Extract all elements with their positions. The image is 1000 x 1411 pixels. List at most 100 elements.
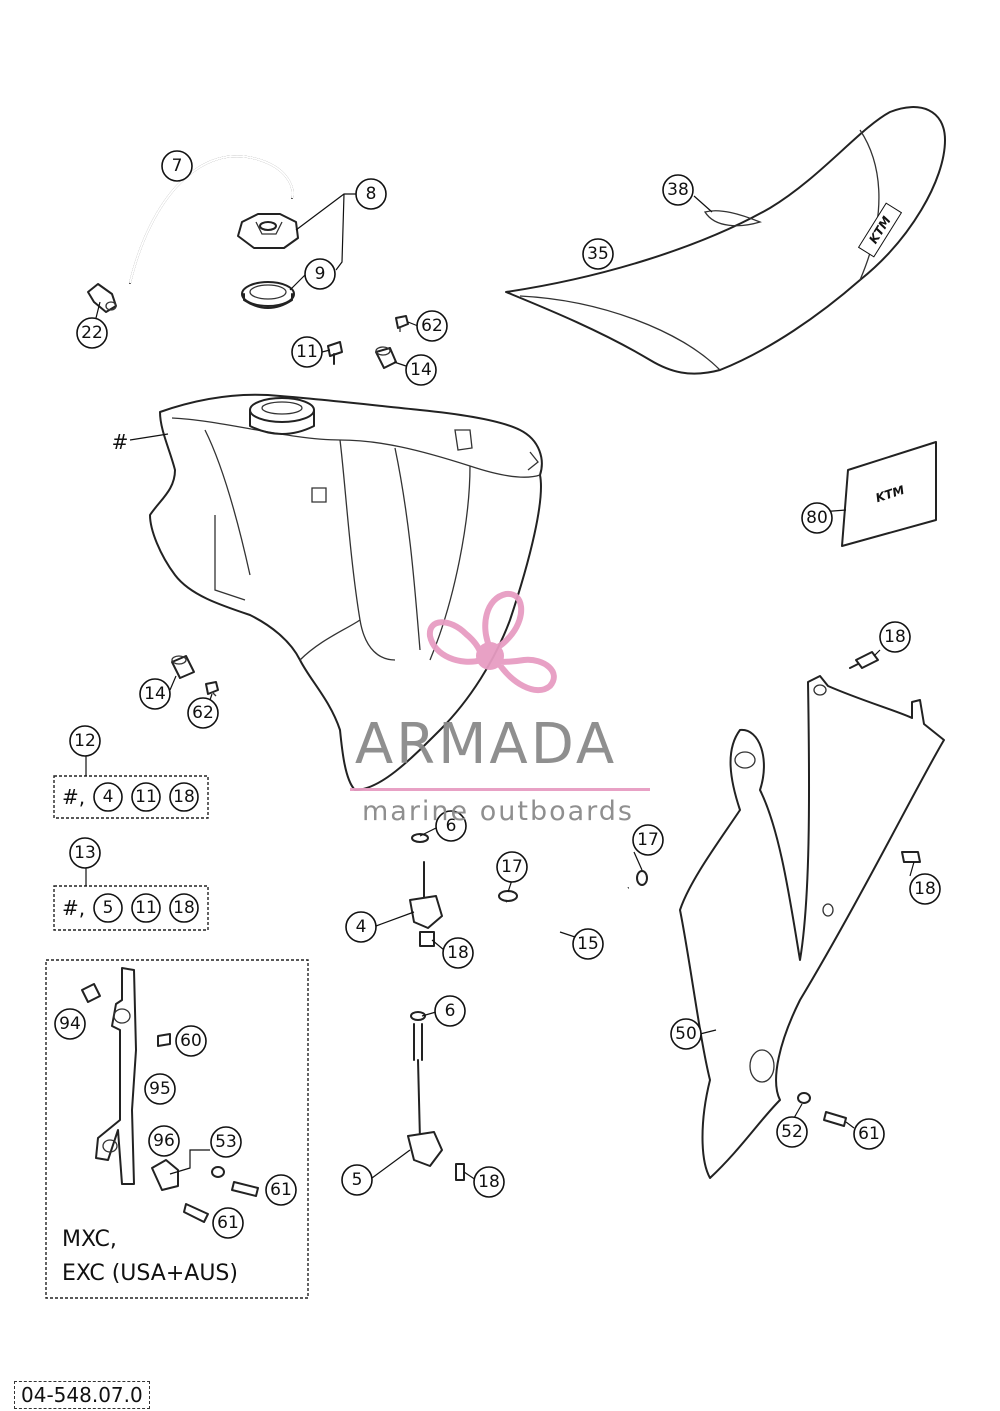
kit-13-part-a: 5 — [93, 893, 123, 923]
callout-17-right-text: 17 — [637, 830, 659, 850]
callout-35-text: 35 — [587, 244, 609, 264]
callout-53: 53 — [210, 1126, 242, 1158]
kit-13-part-c-text: 18 — [173, 898, 195, 918]
callout-18-tap4-text: 18 — [447, 943, 469, 963]
hose-clamp-17-left — [498, 890, 518, 902]
callout-7: 7 — [161, 150, 193, 182]
fuel-hose — [497, 884, 631, 955]
callout-18-spoiler-top-text: 18 — [884, 627, 906, 647]
callout-18-tap4: 18 — [442, 937, 474, 969]
callout-15-text: 15 — [577, 934, 599, 954]
fuel-cap — [237, 213, 299, 249]
variant-label-line1: MXC, — [62, 1227, 117, 1252]
screw-62 — [395, 315, 409, 332]
cap-seal — [241, 281, 295, 309]
callout-13: 13 — [69, 837, 101, 869]
callout-12: 12 — [69, 725, 101, 757]
kit-box-13: #, 5 11 18 — [53, 885, 209, 931]
callout-11-top-text: 11 — [296, 342, 318, 362]
callout-80: 80 — [801, 502, 833, 534]
kit-12-part-b: 11 — [131, 782, 161, 812]
variant-box: MXC, EXC (USA+AUS) — [45, 959, 309, 1299]
callout-6-upper-text: 6 — [446, 816, 457, 836]
callout-17-right: 17 — [632, 824, 664, 856]
callout-94: 94 — [54, 1008, 86, 1040]
callout-12-text: 12 — [74, 731, 96, 751]
callout-14-top: 14 — [405, 354, 437, 386]
kit-12-part-b-text: 11 — [135, 787, 157, 807]
callouts: 7 8 9 22 38 35 62 11 14 # 80 14 62 18 12… — [54, 150, 941, 1239]
callout-6-lower-text: 6 — [445, 1001, 456, 1021]
callout-18-spoiler-right: 18 — [909, 873, 941, 905]
callout-15: 15 — [572, 928, 604, 960]
screw-18-tap — [455, 1163, 465, 1181]
callout-96: 96 — [148, 1125, 180, 1157]
callout-95-text: 95 — [149, 1079, 171, 1099]
callout-52-text: 52 — [781, 1122, 803, 1142]
callout-60-text: 60 — [180, 1031, 202, 1051]
kit-13-part-b: 11 — [131, 893, 161, 923]
seat: KTM — [505, 106, 946, 375]
screw-18-upper — [849, 651, 879, 669]
callout-96-text: 96 — [153, 1131, 175, 1151]
screw-18-right — [901, 851, 921, 863]
radiator-spoiler — [679, 675, 945, 1179]
callout-61-variant-lower-text: 61 — [217, 1213, 239, 1233]
callout-18-spoiler-top: 18 — [879, 621, 911, 653]
callout-18-tap5: 18 — [473, 1166, 505, 1198]
drawing-number: 04-548.07.0 — [14, 1381, 150, 1409]
callout-35: 35 — [582, 238, 614, 270]
callout-61-variant-right-text: 61 — [270, 1180, 292, 1200]
vent-hose — [129, 155, 294, 284]
callout-61-spoiler: 61 — [853, 1118, 885, 1150]
callout-9: 9 — [304, 258, 336, 290]
hose-nipple — [87, 283, 117, 313]
washer-52 — [797, 1092, 811, 1104]
spacer-14 — [375, 346, 397, 369]
callout-80-text: 80 — [806, 508, 828, 528]
armada-watermark: ARMADA marine outboards — [350, 590, 650, 827]
callout-53-text: 53 — [215, 1132, 237, 1152]
callout-61-variant-lower: 61 — [212, 1207, 244, 1239]
callout-5: 5 — [341, 1164, 373, 1196]
kit-12-part-c-text: 18 — [173, 787, 195, 807]
callout-6-lower: 6 — [434, 995, 466, 1027]
callout-13-text: 13 — [74, 843, 96, 863]
callout-61-spoiler-text: 61 — [858, 1124, 880, 1144]
callout-5-text: 5 — [352, 1170, 363, 1190]
screw-11 — [327, 341, 343, 365]
screw-61-spoiler — [823, 1111, 847, 1127]
spacer-14-lower — [171, 655, 195, 679]
kit-13-part-a-text: 5 — [103, 898, 114, 918]
screw-62-lower — [205, 681, 219, 697]
callout-22-text: 22 — [81, 323, 103, 343]
callout-4: 4 — [345, 911, 377, 943]
callout-22: 22 — [76, 317, 108, 349]
kit-12-part-a: 4 — [93, 782, 123, 812]
callout-62-lower-text: 62 — [192, 703, 214, 723]
callout-7-text: 7 — [172, 156, 183, 176]
callout-14-lower-text: 14 — [144, 684, 166, 704]
callout-11-top: 11 — [291, 336, 323, 368]
fuel-tank — [149, 393, 543, 791]
callout-6-upper: 6 — [435, 810, 467, 842]
callout-50-text: 50 — [675, 1024, 697, 1044]
callout-62-top: 62 — [416, 310, 448, 342]
callout-18-spoiler-right-text: 18 — [914, 879, 936, 899]
callout-38-text: 38 — [667, 180, 689, 200]
callout-95: 95 — [144, 1073, 176, 1105]
callout-62-lower: 62 — [187, 697, 219, 729]
hose-clamp-17-right — [636, 870, 648, 886]
kit-box-12: #, 4 11 18 — [53, 775, 209, 819]
callout-hash-tank-text: # — [112, 430, 129, 454]
watermark-tagline: marine outboards — [362, 796, 634, 827]
callout-8-text: 8 — [366, 184, 377, 204]
callout-61-variant-right: 61 — [265, 1174, 297, 1206]
kit-12-lead: #, — [62, 785, 85, 809]
propeller-logo — [426, 590, 557, 694]
callout-62-top-text: 62 — [421, 316, 443, 336]
callout-17-left-text: 17 — [501, 857, 523, 877]
callout-hash-tank: # — [112, 430, 129, 454]
